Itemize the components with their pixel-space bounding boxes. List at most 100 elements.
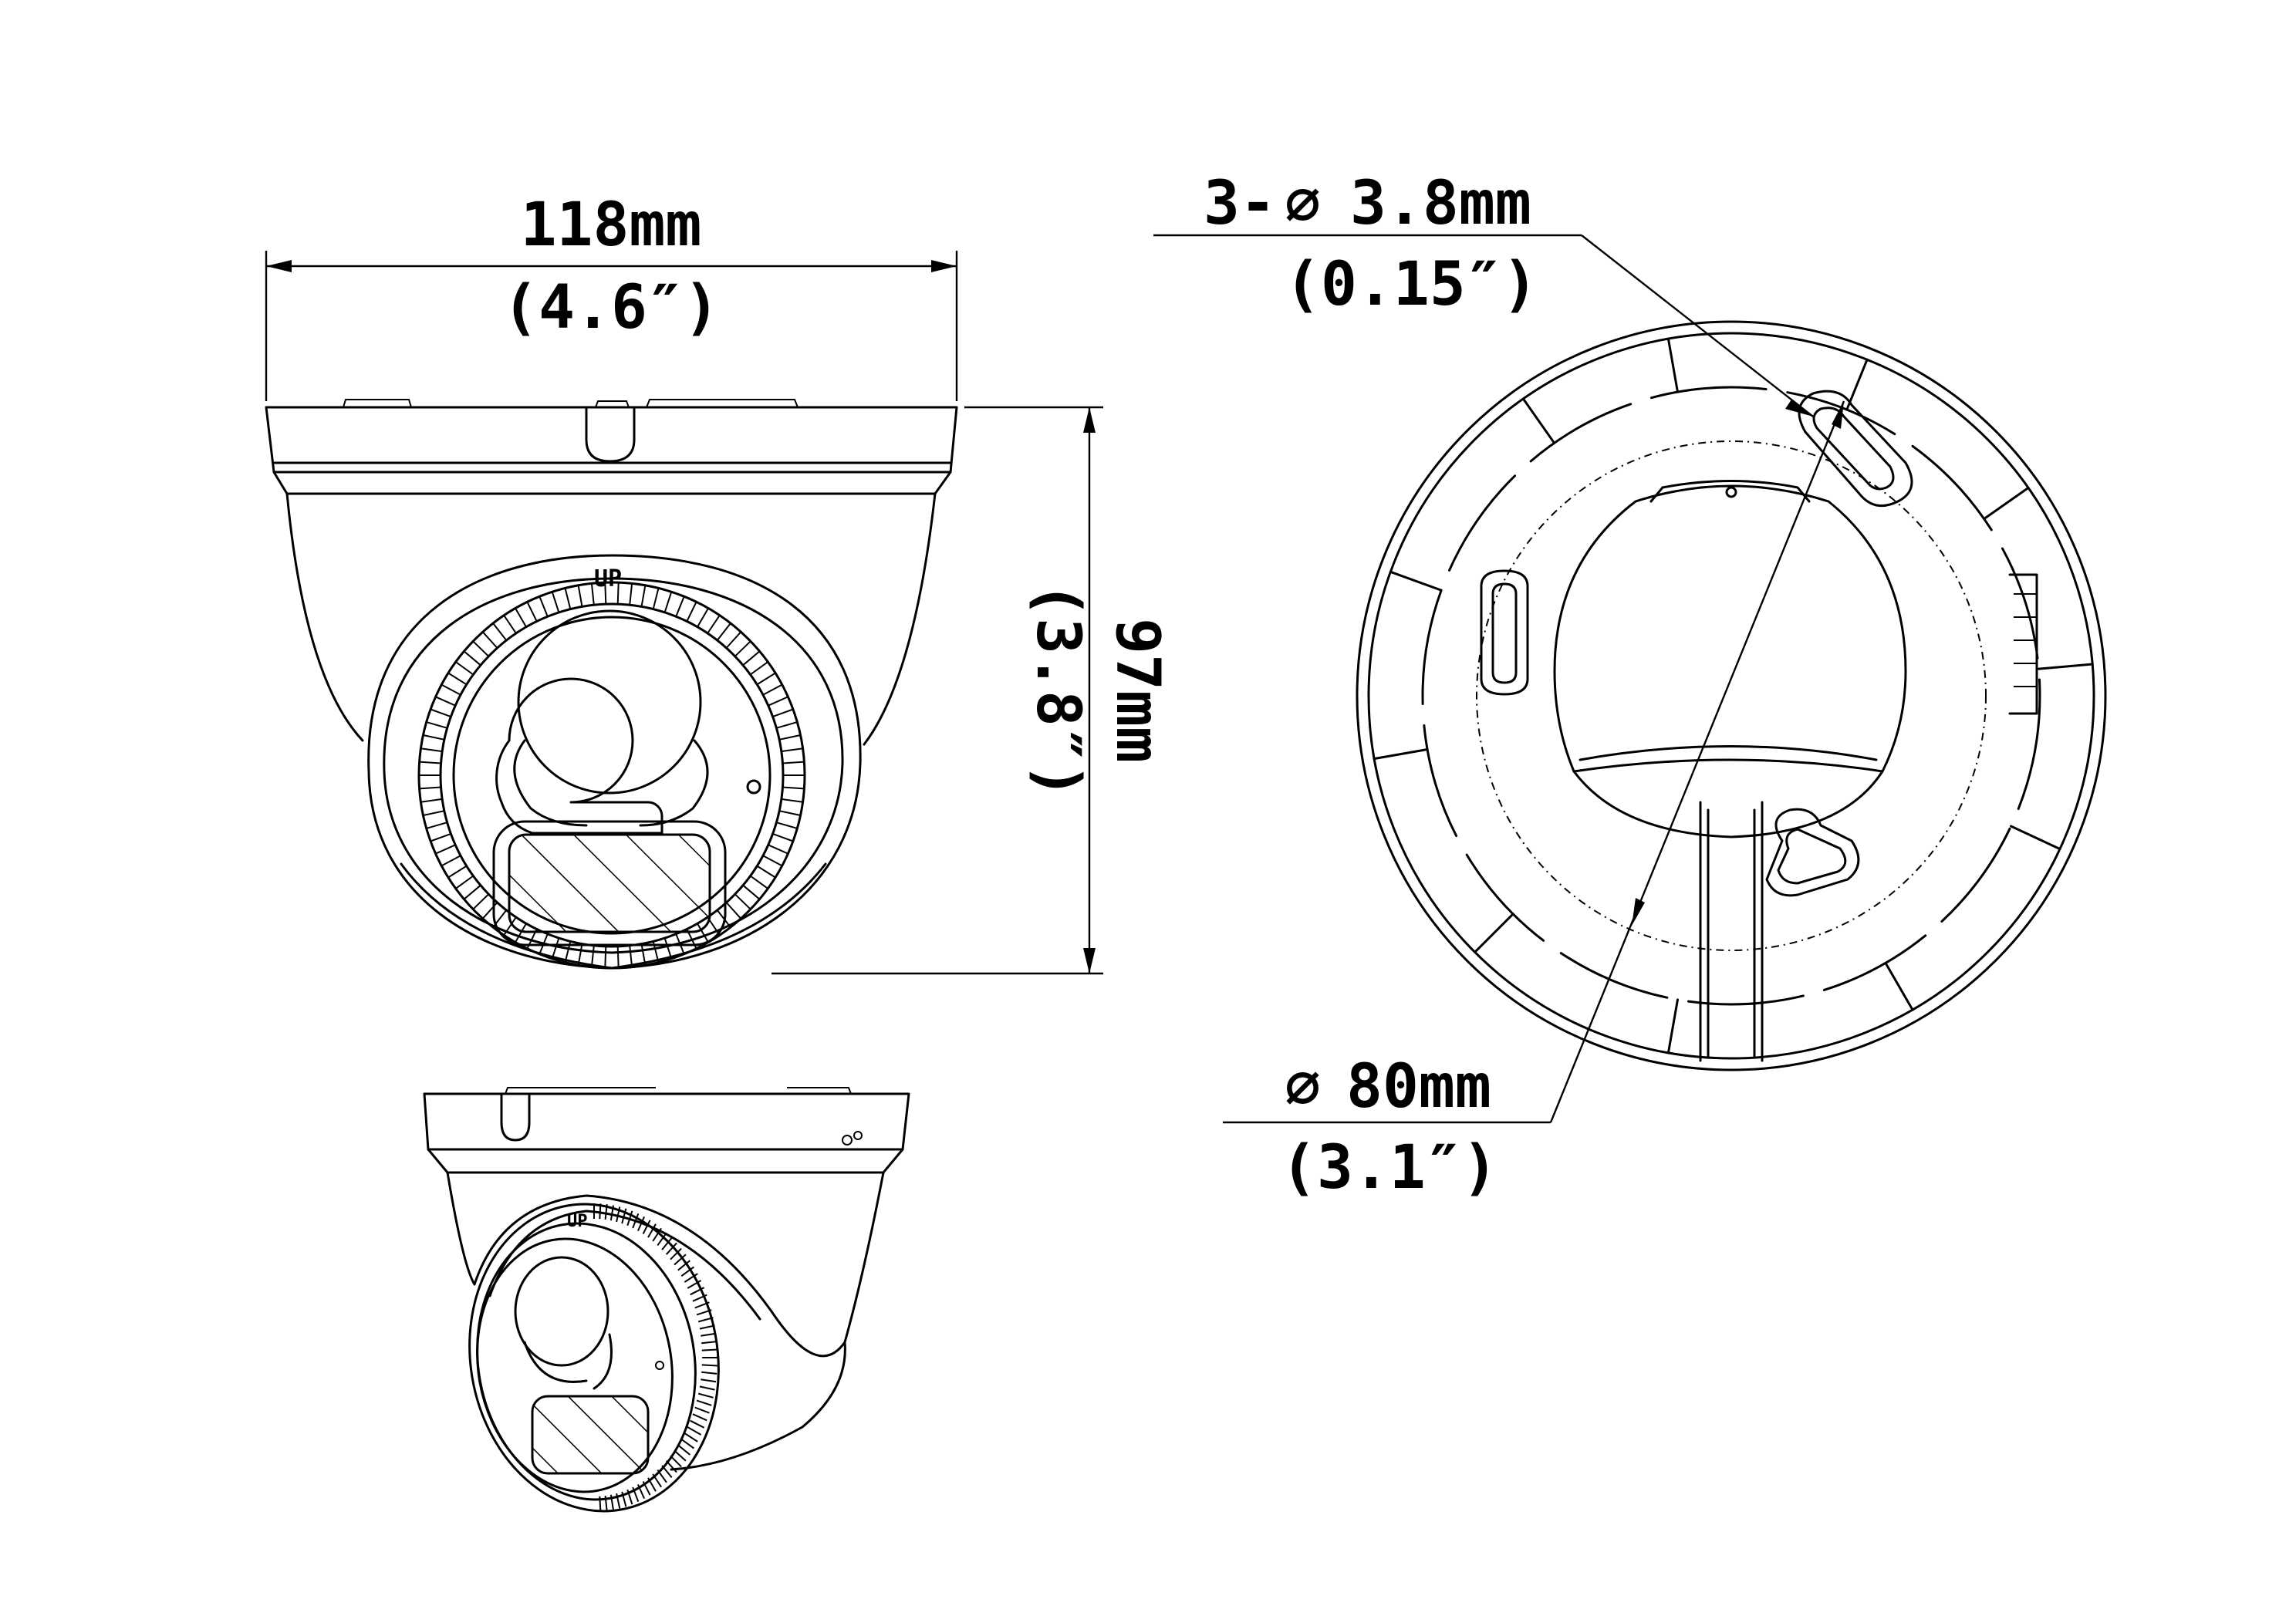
knurl-tick bbox=[686, 601, 697, 622]
knurl-tick bbox=[577, 585, 583, 607]
knurl-tick bbox=[701, 1348, 718, 1351]
knurl-tick bbox=[701, 1371, 718, 1375]
knurl-tick bbox=[734, 640, 751, 657]
knurl-tick bbox=[652, 1473, 662, 1488]
holes-diameter-symbol: ∅ bbox=[1285, 169, 1321, 238]
knurl-tick bbox=[629, 945, 633, 967]
hole-callout: 3- ∅ 3.8mm (0.15″) bbox=[1153, 169, 1814, 417]
knurl-tick bbox=[636, 1483, 646, 1500]
width-dimension: 118mm (4.6″) bbox=[265, 191, 958, 401]
segment-divider bbox=[1666, 337, 1679, 393]
knurl-tick bbox=[632, 1213, 640, 1229]
knurl-tick bbox=[677, 1444, 690, 1456]
knurl-tick bbox=[590, 583, 595, 606]
knurl-tick bbox=[768, 844, 788, 855]
knurl-tick bbox=[756, 865, 776, 879]
knurl-tick bbox=[772, 832, 794, 842]
knurl-tick bbox=[742, 650, 761, 666]
knurl-tick bbox=[756, 672, 776, 686]
knurl-tick bbox=[435, 844, 456, 855]
knurl-tick bbox=[677, 1260, 690, 1271]
knurl-tick bbox=[652, 588, 660, 609]
knurl-tick bbox=[663, 591, 673, 613]
knurl-tick bbox=[455, 661, 474, 676]
segment-divider bbox=[1884, 961, 1914, 1011]
knurl-tick bbox=[661, 1237, 673, 1250]
knurl-tick bbox=[762, 855, 783, 867]
knurl-tick bbox=[423, 810, 445, 816]
knurl-tick bbox=[778, 734, 801, 741]
knurl-tick bbox=[647, 1477, 657, 1492]
knurl-tick bbox=[426, 721, 447, 729]
knurl-tick bbox=[781, 747, 803, 753]
knurl-tick bbox=[725, 631, 742, 649]
knurl-tick bbox=[616, 946, 620, 968]
knurl-tick bbox=[696, 1309, 712, 1316]
knurl-tick bbox=[680, 1266, 694, 1277]
knurl-tick bbox=[776, 822, 798, 829]
segment-divider bbox=[1521, 397, 1556, 444]
knurl-tick bbox=[626, 1489, 633, 1505]
knurl-tick bbox=[599, 1203, 602, 1220]
knurl-tick bbox=[463, 650, 481, 666]
height-dimension: 97mm (3.8″) bbox=[772, 406, 1172, 975]
knurl-tick bbox=[642, 1220, 651, 1235]
knurl-tick bbox=[690, 1419, 705, 1429]
knurl-tick bbox=[782, 786, 805, 790]
knurl-tick bbox=[577, 943, 583, 966]
knurl-tick bbox=[492, 623, 508, 641]
height-mm-label: 97mm bbox=[1102, 618, 1172, 763]
up-mark-front: UP bbox=[594, 565, 622, 592]
knurl-tick bbox=[481, 631, 498, 649]
knurl-tick bbox=[694, 1406, 710, 1414]
knurl-tick bbox=[652, 1227, 662, 1242]
knurl-tick bbox=[699, 1324, 715, 1330]
segment-divider bbox=[1983, 486, 2030, 521]
knurl-tick bbox=[665, 1460, 677, 1473]
knurl-tick bbox=[564, 588, 572, 609]
knurl-tick bbox=[707, 615, 721, 634]
knurl-tick bbox=[694, 1301, 710, 1309]
knurl-tick bbox=[716, 623, 731, 641]
knurl-tick bbox=[675, 596, 685, 617]
segment-divider bbox=[2038, 663, 2094, 670]
knurl-tick bbox=[503, 615, 517, 634]
knurl-tick bbox=[680, 1438, 694, 1449]
knurl-tick bbox=[670, 1247, 682, 1260]
segment-divider bbox=[1389, 570, 1443, 592]
knurl-tick bbox=[441, 855, 461, 867]
knurl-tick bbox=[599, 1496, 602, 1512]
knurl-tick bbox=[640, 585, 647, 607]
knurl-tick bbox=[778, 810, 801, 816]
knurl-tick bbox=[551, 591, 560, 613]
knurl-tick bbox=[701, 1332, 717, 1337]
knurl-tick bbox=[629, 583, 633, 606]
knurl-tick bbox=[768, 696, 788, 707]
width-mm-label: 118mm bbox=[521, 191, 702, 260]
knurl-tick bbox=[663, 937, 673, 960]
knurl-tick bbox=[684, 1432, 698, 1442]
knurl-tick bbox=[616, 1206, 621, 1223]
knurl-tick bbox=[647, 1223, 657, 1238]
knurl-tick bbox=[642, 1480, 651, 1496]
segment-divider bbox=[1666, 998, 1679, 1054]
angled-view: UP bbox=[423, 1087, 910, 1513]
knurl-tick bbox=[455, 875, 474, 889]
knurl-tick bbox=[782, 761, 805, 764]
knurl-tick bbox=[772, 708, 794, 718]
circle-callout: ∅ 80mm (3.1″) bbox=[1223, 1052, 1551, 1203]
knurl-tick bbox=[447, 672, 468, 686]
segment-divider bbox=[2010, 825, 2061, 851]
segment-divider bbox=[1474, 913, 1514, 953]
knurl-tick bbox=[539, 596, 549, 617]
knurl-tick bbox=[609, 1205, 614, 1221]
knurl-tick bbox=[430, 708, 451, 718]
knurl-tick bbox=[687, 1280, 702, 1289]
knurl-tick bbox=[420, 747, 443, 753]
inner-rib-ring bbox=[1421, 386, 2041, 1006]
width-in-label: (4.6″) bbox=[502, 273, 720, 342]
knurl-tick bbox=[423, 734, 445, 741]
knurl-tick bbox=[692, 1294, 707, 1302]
knurl-tick bbox=[684, 1273, 698, 1283]
